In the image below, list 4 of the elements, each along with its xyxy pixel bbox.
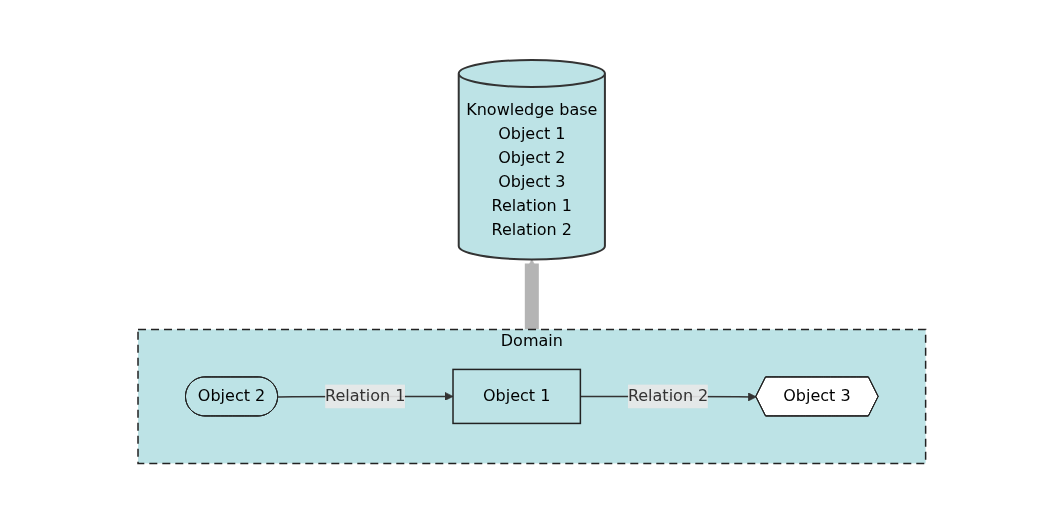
edge-label: Relation 2 — [627, 386, 708, 406]
edge-label: Relation 1 — [324, 386, 406, 406]
node-box: Object 1 — [451, 368, 581, 424]
arrow — [524, 258, 539, 331]
